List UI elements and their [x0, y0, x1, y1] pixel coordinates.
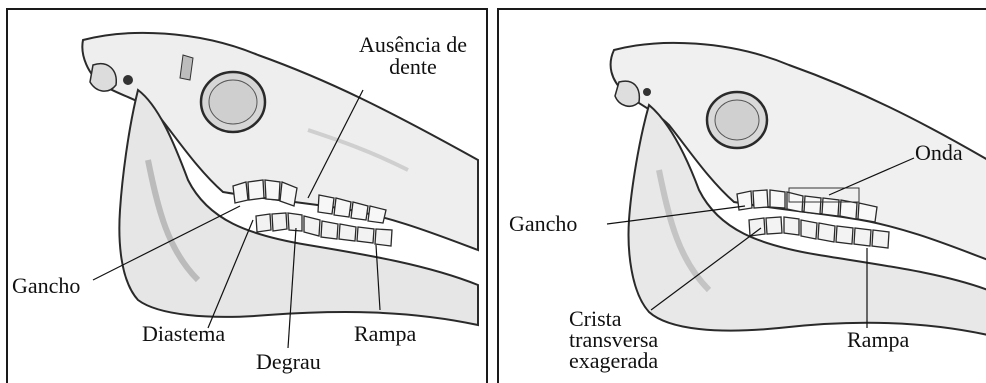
left-skull-panel: Ausência de dente Gancho Diastema Degrau…: [6, 8, 488, 383]
label-onda: Onda: [915, 142, 963, 164]
label-degrau: Degrau: [256, 351, 321, 373]
label-diastema: Diastema: [142, 323, 225, 345]
label-rampa-left: Rampa: [354, 323, 416, 345]
label-crista-line2: transversa: [569, 329, 658, 350]
label-gancho-left: Gancho: [12, 275, 80, 297]
label-ausencia-line2: dente: [338, 56, 488, 78]
label-ausencia-de-dente: Ausência de dente: [338, 34, 488, 78]
label-gancho-right: Gancho: [509, 213, 577, 235]
label-rampa-right: Rampa: [847, 329, 909, 351]
label-crista-transversa-exagerada: Crista transversa exagerada: [569, 308, 658, 371]
right-skull-panel: Onda Gancho Crista transversa exagerada …: [497, 8, 986, 383]
label-ausencia-line1: Ausência de: [338, 34, 488, 56]
label-crista-line3: exagerada: [569, 350, 658, 371]
label-crista-line1: Crista: [569, 308, 658, 329]
